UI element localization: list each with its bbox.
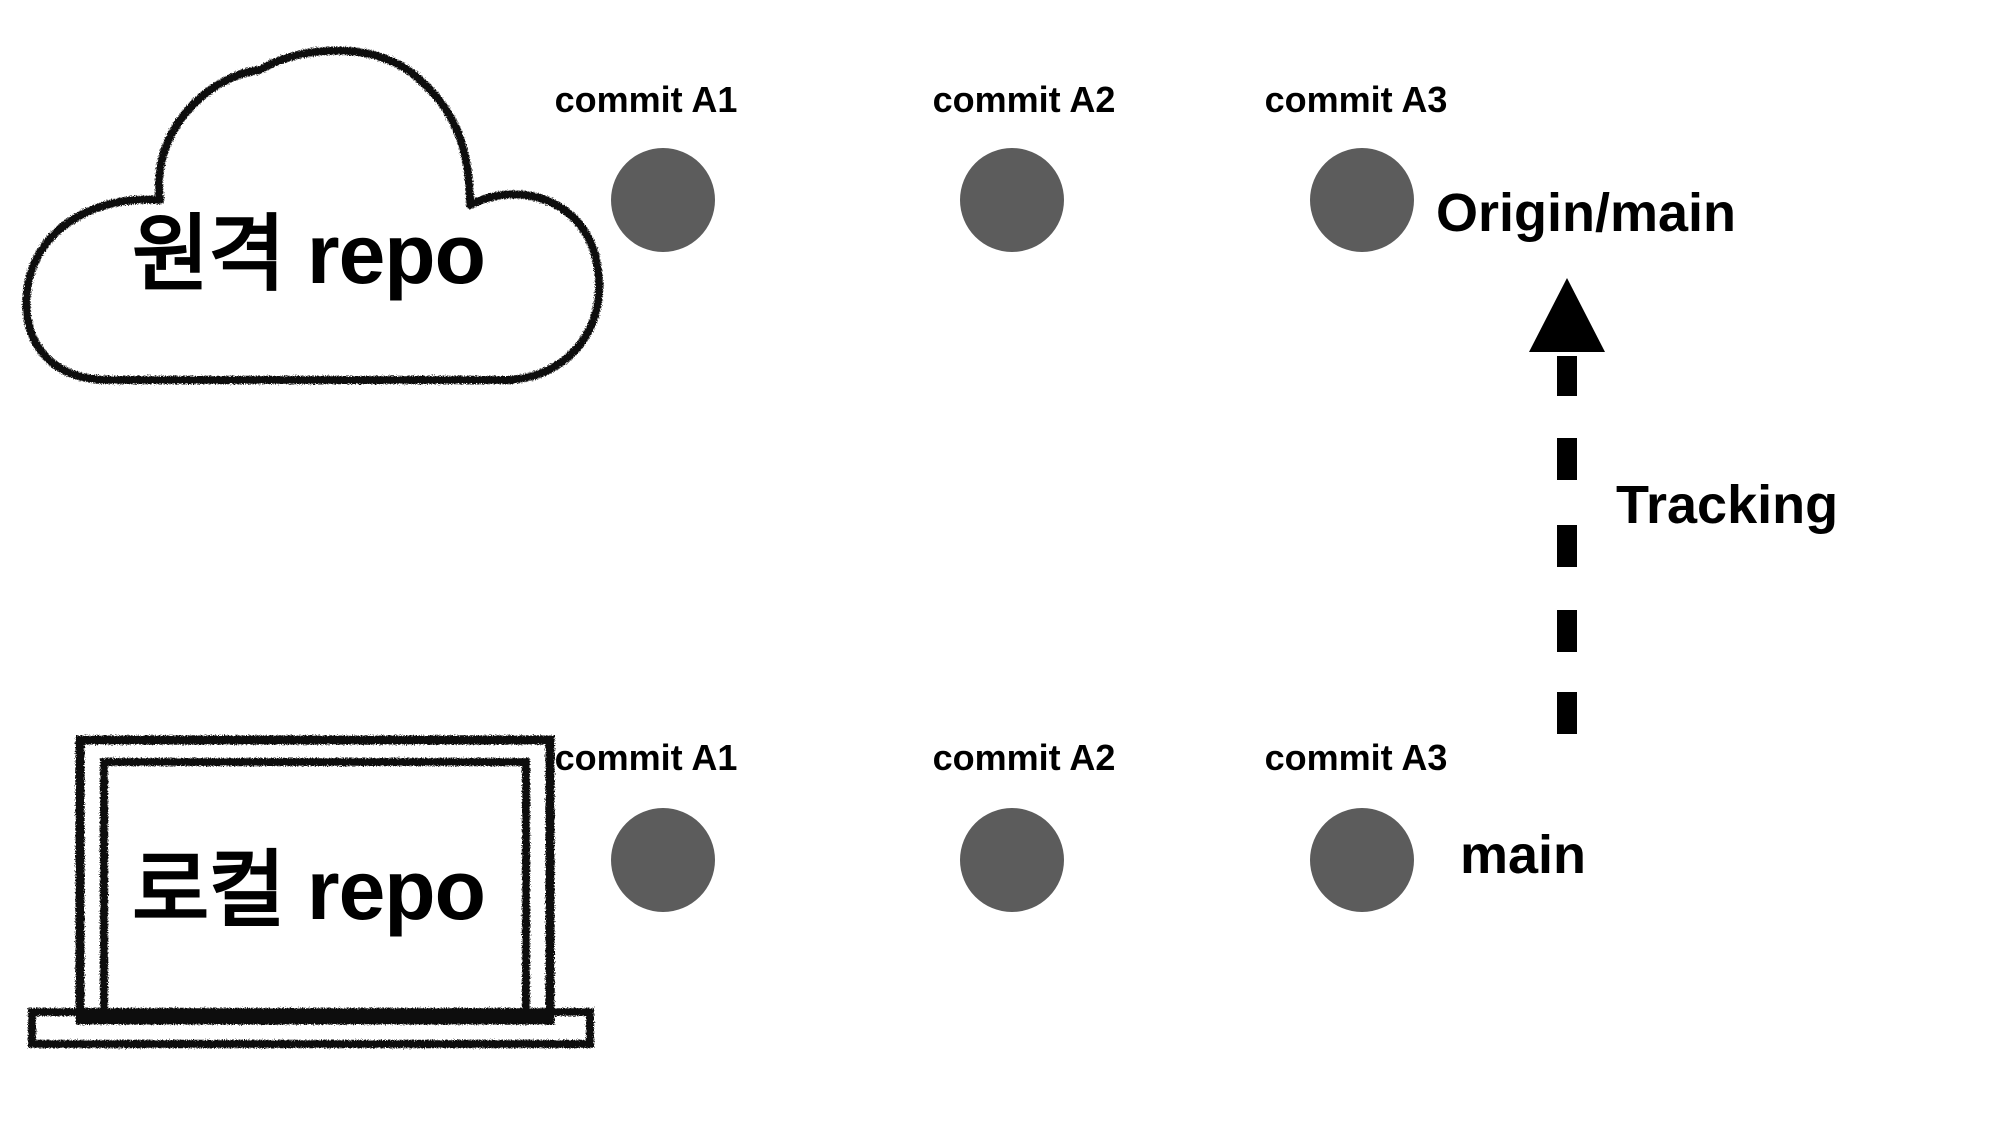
local-commit-label-a1: commit A1	[554, 737, 738, 778]
local-repo-label: 로컬 repo	[132, 843, 486, 937]
remote-commit-label-a2: commit A2	[932, 79, 1116, 120]
remote-repo-label: 원격 repo	[132, 207, 486, 301]
local-commit-node-a2	[960, 808, 1064, 912]
local-commit-label-a2: commit A2	[932, 737, 1116, 778]
remote-commit-node-a3	[1310, 148, 1414, 252]
remote-commit-label-a3: commit A3	[1264, 79, 1448, 120]
local-commit-node-a3	[1310, 808, 1414, 912]
remote-commit-node-a2	[960, 148, 1064, 252]
laptop-icon	[28, 735, 594, 1048]
tracking-label: Tracking	[1616, 475, 1839, 535]
local-commit-label-a3: commit A3	[1264, 737, 1448, 778]
remote-commit-node-a1	[611, 148, 715, 252]
remote-branch-label: Origin/main	[1436, 183, 1737, 243]
dashed-arrow-up-icon	[1529, 278, 1605, 734]
cloud-icon	[22, 46, 603, 384]
local-commit-node-a1	[611, 808, 715, 912]
remote-commit-label-a1: commit A1	[554, 79, 738, 120]
local-branch-label: main	[1460, 825, 1587, 885]
